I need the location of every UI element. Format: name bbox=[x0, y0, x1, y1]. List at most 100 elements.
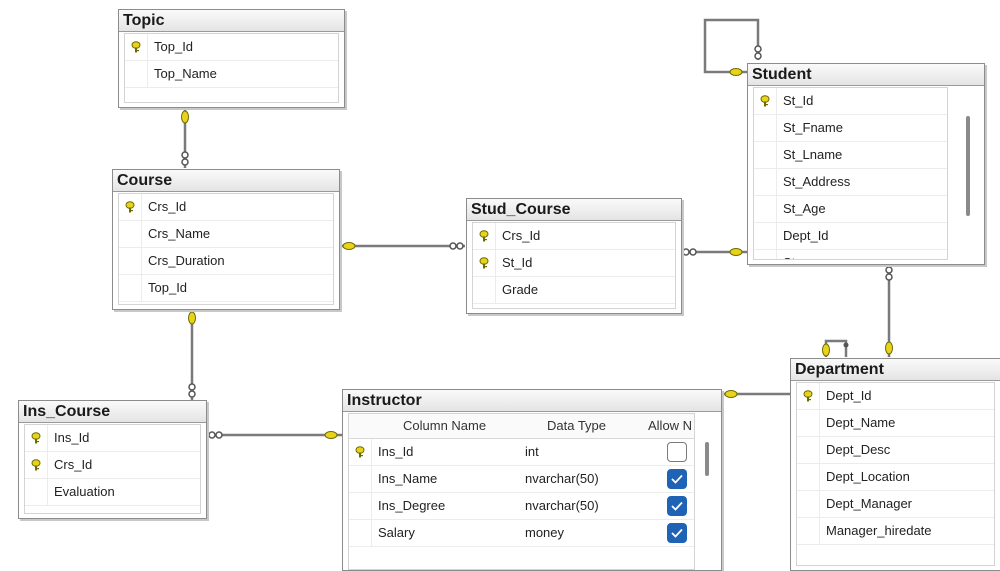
column-row[interactable]: Ins_Id int bbox=[349, 439, 694, 466]
column-name: Crs_Duration bbox=[148, 253, 225, 268]
key-end-icon bbox=[188, 311, 196, 325]
column-row[interactable]: Evaluation bbox=[25, 479, 200, 506]
primary-key-icon bbox=[349, 439, 372, 465]
column-row[interactable]: St_Age bbox=[754, 196, 947, 223]
key-end-icon bbox=[729, 68, 743, 76]
header-allow-nulls[interactable]: Allow N bbox=[648, 418, 693, 433]
row-selector bbox=[754, 196, 777, 222]
column-row[interactable]: Crs_Id bbox=[25, 452, 200, 479]
column-row[interactable]: Crs_Id bbox=[473, 223, 675, 250]
row-selector bbox=[754, 223, 777, 249]
column-name: Top_Id bbox=[148, 280, 188, 295]
header-data-type[interactable]: Data Type bbox=[547, 418, 607, 433]
column-row[interactable]: Dept_Location bbox=[797, 464, 994, 491]
row-selector bbox=[119, 275, 142, 301]
allow-nulls-checkbox[interactable] bbox=[667, 523, 687, 543]
column-row[interactable]: Ins_Name nvarchar(50) bbox=[349, 466, 694, 493]
column-row[interactable]: St_Lname bbox=[754, 142, 947, 169]
column-name: Ins_Id bbox=[54, 430, 90, 445]
key-end-icon bbox=[822, 343, 830, 357]
column-name: St_Fname bbox=[783, 120, 843, 135]
table-title[interactable]: Topic bbox=[119, 10, 344, 32]
allow-nulls-checkbox[interactable] bbox=[667, 496, 687, 516]
primary-key-icon bbox=[25, 425, 48, 451]
table-title[interactable]: Ins_Course bbox=[19, 401, 206, 423]
key-end-icon bbox=[885, 341, 893, 355]
table-instructor[interactable]: Instructor Column Name Data Type Allow N… bbox=[342, 389, 722, 571]
primary-key-icon bbox=[473, 250, 496, 276]
column-row[interactable]: St_Address bbox=[754, 169, 947, 196]
column-row[interactable]: Top_Id bbox=[125, 34, 338, 61]
column-row[interactable]: Top_Name bbox=[125, 61, 338, 88]
column-row[interactable]: St_Id bbox=[473, 250, 675, 277]
key-end-icon bbox=[181, 110, 189, 124]
column-row[interactable]: Salary money bbox=[349, 520, 694, 547]
column-row[interactable]: Crs_Id bbox=[119, 194, 333, 221]
primary-key-icon bbox=[797, 383, 820, 409]
column-row[interactable]: Grade bbox=[473, 277, 675, 304]
vertical-scrollbar[interactable] bbox=[705, 442, 709, 476]
primary-key-icon bbox=[754, 88, 777, 114]
allow-nulls-checkbox[interactable] bbox=[667, 442, 687, 462]
column-row[interactable]: Crs_Duration bbox=[119, 248, 333, 275]
row-selector bbox=[754, 115, 777, 141]
column-row[interactable]: Top_Id bbox=[119, 275, 333, 302]
table-title[interactable]: Student bbox=[748, 64, 984, 86]
column-row[interactable]: Dept_Name bbox=[797, 410, 994, 437]
row-selector bbox=[797, 464, 820, 490]
row-selector bbox=[349, 493, 372, 519]
column-name: St_Age bbox=[783, 201, 826, 216]
primary-key-icon bbox=[125, 34, 148, 60]
data-type[interactable]: int bbox=[525, 444, 539, 459]
column-name: Dept_Manager bbox=[826, 496, 912, 511]
row-selector bbox=[797, 410, 820, 436]
column-name: St_Id bbox=[502, 255, 533, 270]
column-row[interactable]: Crs_Name bbox=[119, 221, 333, 248]
data-type[interactable]: money bbox=[525, 525, 565, 540]
vertical-scrollbar[interactable] bbox=[966, 116, 970, 216]
row-selector bbox=[797, 491, 820, 517]
infinity-end-icon bbox=[885, 266, 893, 281]
column-row[interactable]: St_Fname bbox=[754, 115, 947, 142]
column-name: Dept_Desc bbox=[826, 442, 891, 457]
table-title[interactable]: Department bbox=[791, 359, 1000, 381]
column-name[interactable]: Ins_Id bbox=[378, 444, 414, 459]
key-end-icon bbox=[324, 431, 338, 439]
column-row[interactable]: St_super bbox=[754, 250, 947, 259]
allow-nulls-checkbox[interactable] bbox=[667, 469, 687, 489]
row-selector bbox=[797, 437, 820, 463]
header-column-name[interactable]: Column Name bbox=[403, 418, 487, 433]
table-title[interactable]: Stud_Course bbox=[467, 199, 681, 221]
data-type[interactable]: nvarchar(50) bbox=[525, 498, 599, 513]
column-name: Crs_Name bbox=[148, 226, 211, 241]
column-name[interactable]: Salary bbox=[378, 525, 415, 540]
row-selector bbox=[473, 277, 496, 303]
column-name: St_Lname bbox=[783, 147, 843, 162]
column-row[interactable]: Manager_hiredate bbox=[797, 518, 994, 545]
column-row[interactable]: Dept_Manager bbox=[797, 491, 994, 518]
data-type[interactable]: nvarchar(50) bbox=[525, 471, 599, 486]
column-row[interactable]: Ins_Id bbox=[25, 425, 200, 452]
table-title[interactable]: Course bbox=[113, 170, 339, 192]
table-title[interactable]: Instructor bbox=[343, 390, 721, 412]
column-name[interactable]: Ins_Name bbox=[378, 471, 438, 486]
column-row[interactable]: Dept_Desc bbox=[797, 437, 994, 464]
column-row[interactable]: St_Id bbox=[754, 88, 947, 115]
column-name[interactable]: Ins_Degree bbox=[378, 498, 446, 513]
column-row[interactable]: Dept_Id bbox=[754, 223, 947, 250]
row-selector bbox=[25, 479, 48, 505]
column-row[interactable]: Dept_Id bbox=[797, 383, 994, 410]
column-name: Evaluation bbox=[54, 484, 115, 499]
column-row[interactable]: Ins_Degree nvarchar(50) bbox=[349, 493, 694, 520]
column-name: Crs_Id bbox=[502, 228, 541, 243]
infinity-end-icon bbox=[754, 45, 762, 60]
